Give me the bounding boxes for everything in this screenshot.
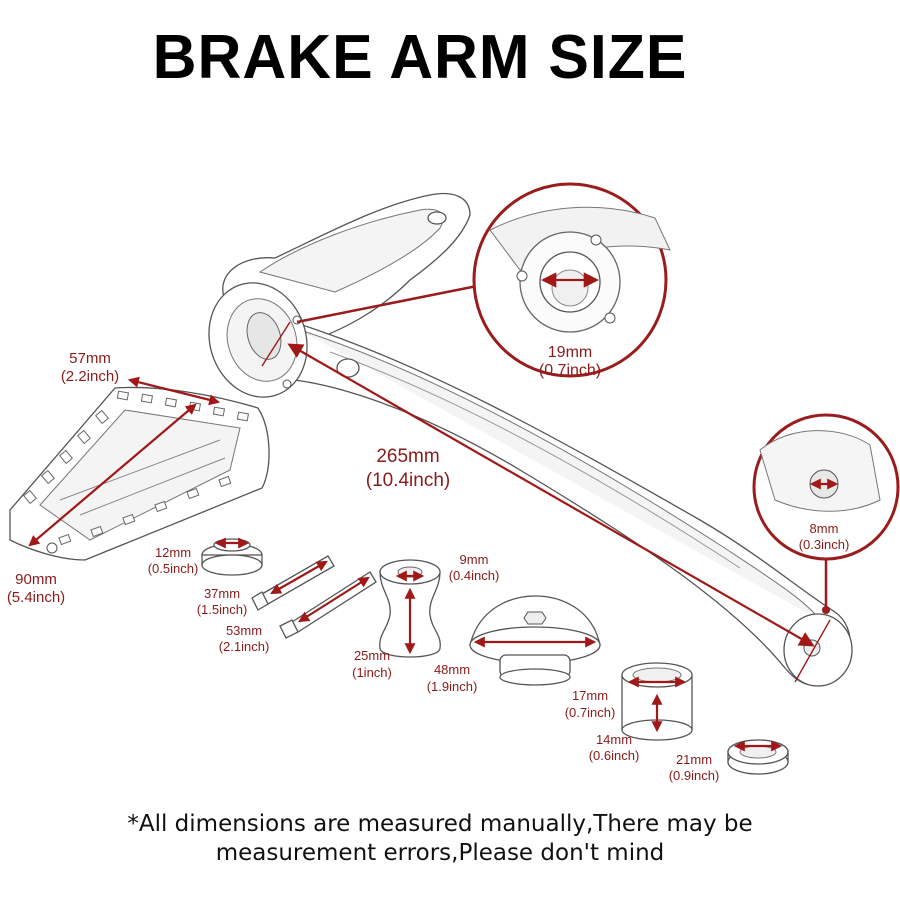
washer [727,739,789,775]
sleeve [621,662,693,741]
peg-length-inch: (5.4inch) [7,589,65,606]
arm-length-tick-end [794,619,831,683]
long-bolt [279,571,377,639]
measurement-disclaimer: *All dimensions are measured manually,Th… [0,810,880,868]
peg-width-mm: 57mm [69,350,111,367]
long-bolt-mm: 53mm [226,623,262,638]
peg-width-inch: (2.2inch) [61,368,119,385]
short-bolt-inch: (1.5inch) [197,602,248,617]
pivot-bore-inch: (0.7inch) [539,362,601,379]
peg-length-line [28,403,197,547]
arm-length-mm: 265mm [376,446,439,467]
disclaimer-line-1: *All dimensions are measured manually,Th… [127,811,753,837]
washer-mm: 21mm [676,752,712,767]
page-title: BRAKE ARM SIZE [152,23,688,92]
sleeve-diameter-mm: 17mm [572,688,608,703]
spool-spacer [379,559,441,658]
short-bolt [251,555,335,611]
sleeve-height-mm: 14mm [596,732,632,747]
arm-length-inch: (10.4inch) [366,470,451,491]
short-bolt-mm: 37mm [204,586,240,601]
arm-length-line [287,343,815,647]
sleeve-diameter-inch: (0.7inch) [565,705,616,720]
end-callout-dot [822,606,830,614]
end-hole-inch: (0.3inch) [799,537,850,552]
bushing-inch: (0.5inch) [148,561,199,576]
bushing-mm: 12mm [155,545,191,560]
dome-cap-inch: (1.9inch) [427,679,478,694]
spacer-height-inch: (1inch) [352,665,392,680]
stepped-bushing [201,537,263,576]
arm-length-tick-start [261,321,291,367]
sleeve-height-inch: (0.6inch) [589,748,640,763]
spacer-height-mm: 25mm [354,648,390,663]
dome-cap-mm: 48mm [434,662,470,677]
disclaimer-line-2: measurement errors,Please don't mind [215,840,665,866]
pivot-bore-callout [472,182,671,378]
pivot-bore-mm: 19mm [548,344,592,361]
end-hole-mm: 8mm [810,521,839,536]
long-bolt-inch: (2.1inch) [219,639,270,654]
spacer-hole-mm: 9mm [460,552,489,567]
peg-length-mm: 90mm [15,571,57,588]
foot-peg [9,386,270,561]
dome-cap [469,595,601,686]
pivot-callout-leader [296,283,483,324]
end-hole-callout [752,413,900,561]
washer-inch: (0.9inch) [669,768,720,783]
peg-width-line [127,376,221,406]
spacer-hole-inch: (0.4inch) [449,568,500,583]
